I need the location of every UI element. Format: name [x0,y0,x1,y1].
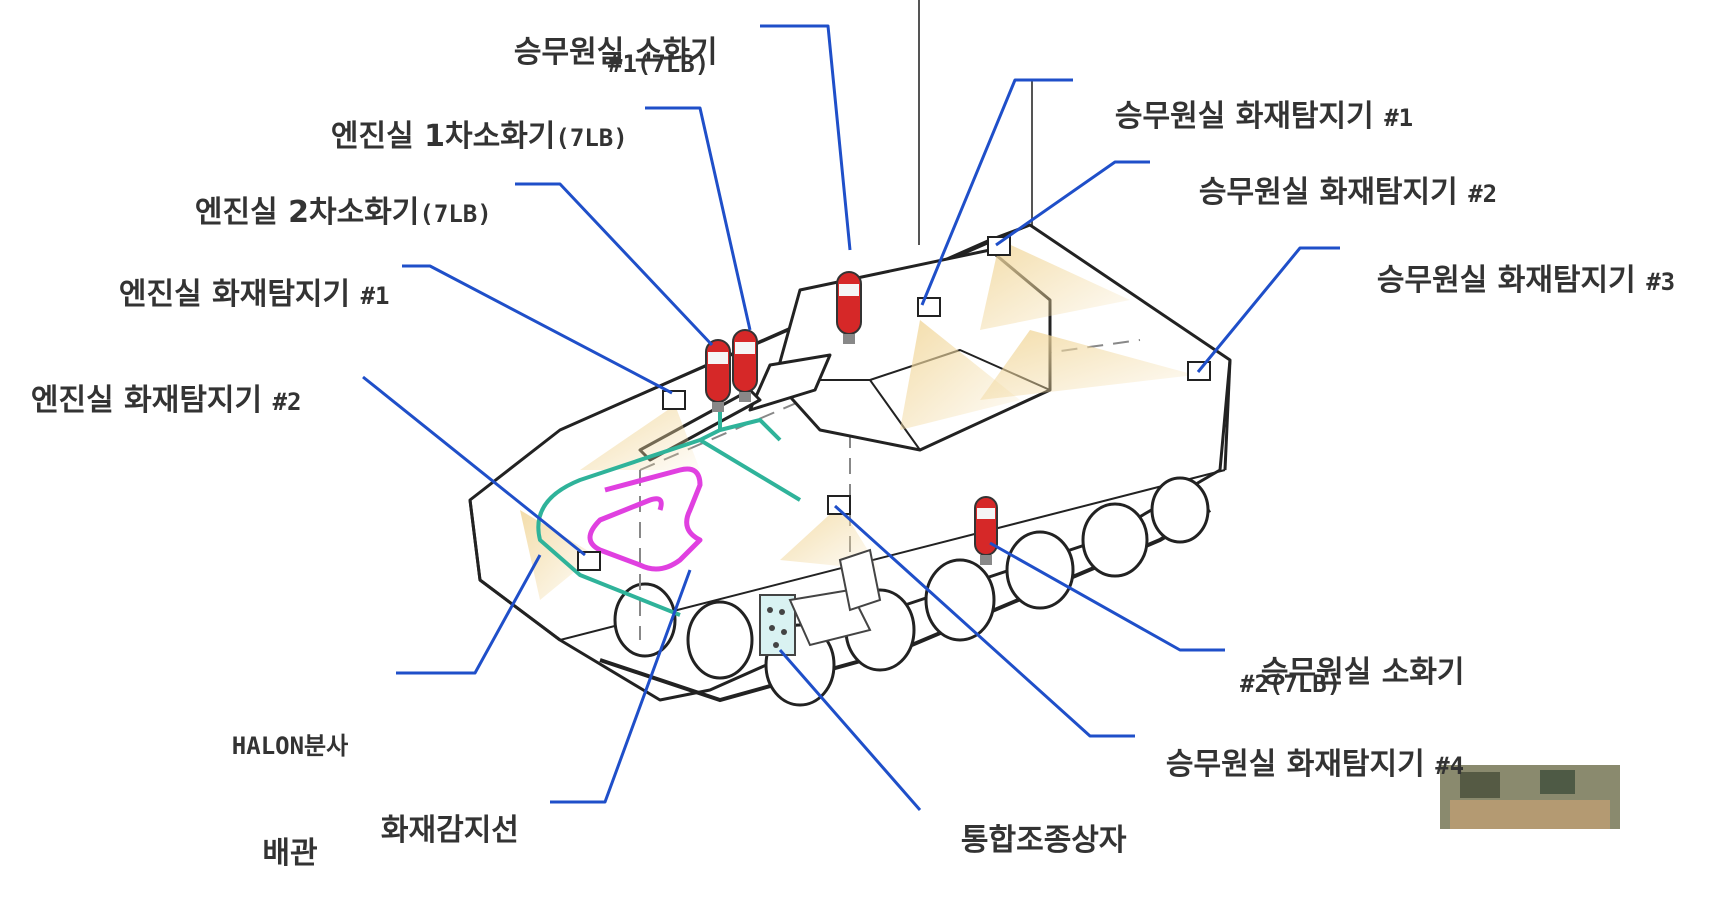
label-spec: (7LB) [555,124,628,152]
leader-engine-extinguisher-1 [645,106,752,331]
label-crew-detector-4: 승무원실 화재탐지기 #4 [1145,720,1464,780]
extinguisher-crew-1 [836,271,862,344]
label-num: #3 [1646,268,1676,296]
label-crew-extinguisher-1-spec: #1(7LB) [608,50,710,78]
leader-control-box [778,649,922,811]
fire-sensor-wire [587,466,703,572]
leader-fire-sensor-wire [550,569,692,804]
leader-engine-extinguisher-2 [515,182,714,347]
leader-crew-extinguisher-1 [760,24,852,251]
label-title: 승무원실 화재탐지기 [1114,99,1374,134]
leader-engine-detector-1 [402,264,673,395]
label-title: 통합조종상자 [960,823,1127,858]
leader-crew-detector-3 [1196,246,1340,373]
label-halon-pipe: HALON분사 배관 [205,655,375,908]
diagram-stage: 승무원실 소화기 #1(7LB) 엔진실 1차소화기(7LB) 엔진실 2차소화… [10,0,1675,871]
vehicle-diagram [362,0,1620,829]
label-crew-detector-2: 승무원실 화재탐지기 #2 [1178,148,1497,208]
leader-halon-pipe [396,554,542,675]
control-box [759,594,796,656]
seat [788,548,882,647]
label-engine-detector-2: 엔진실 화재탐지기 #2 [10,356,302,416]
leader-engine-detector-2 [362,375,586,557]
leader-crew-detector-4 [833,504,1135,738]
extinguisher-engine-1 [705,339,731,412]
vehicle-photo-inset [1440,765,1620,829]
leader-crew-detector-2 [995,160,1150,247]
leader-lines [362,24,1340,811]
label-crew-detector-3: 승무원실 화재탐지기 #3 [1356,236,1675,296]
extinguisher-crew-2 [974,496,998,565]
label-control-box: 통합조종상자 [940,796,1127,856]
label-engine-extinguisher-1: 엔진실 1차소화기(7LB) [310,92,628,152]
label-title: 엔진실 화재탐지기 [30,383,263,418]
label-title: 화재감지선 [380,813,519,848]
label-title: 승무원실 소화기 [513,35,718,70]
label-engine-detector-1: 엔진실 화재탐지기 #1 [98,250,390,310]
label-line1: HALON분사 [231,732,349,760]
label-title: 엔진실 2차소화기 [194,195,420,230]
label-num: #2 [272,388,302,416]
label-num: #4 [1435,752,1465,780]
label-crew-extinguisher-1: 승무원실 소화기 [493,8,718,68]
track-wheels [599,476,1212,707]
label-spec: (7LB) [419,200,492,228]
label-num: #2 [1468,180,1498,208]
label-engine-extinguisher-2: 엔진실 2차소화기(7LB) [174,168,492,228]
label-crew-extinguisher-2-spec: #2(7LB) [1240,670,1342,698]
label-num: #1 [360,282,390,310]
label-title: 승무원실 화재탐지기 [1165,747,1425,782]
label-num: #1 [1384,104,1414,132]
label-title: 승무원실 화재탐지기 [1198,175,1458,210]
label-title: 엔진실 화재탐지기 [118,277,351,312]
label-crew-extinguisher-2: 승무원실 소화기 [1240,628,1465,688]
label-title: 승무원실 소화기 [1260,655,1465,690]
label-fire-sensor-wire: 화재감지선 [360,786,519,846]
label-line2: 배관 [262,836,318,871]
leader-crew-extinguisher-2 [989,541,1225,652]
extinguisher-engine-2 [732,329,758,402]
halon-pipe [536,410,802,617]
label-crew-detector-1: 승무원실 화재탐지기 #1 [1094,72,1413,132]
label-title: 엔진실 1차소화기 [330,119,556,154]
leader-crew-detector-1 [920,78,1073,306]
label-title: 승무원실 화재탐지기 [1376,263,1636,298]
